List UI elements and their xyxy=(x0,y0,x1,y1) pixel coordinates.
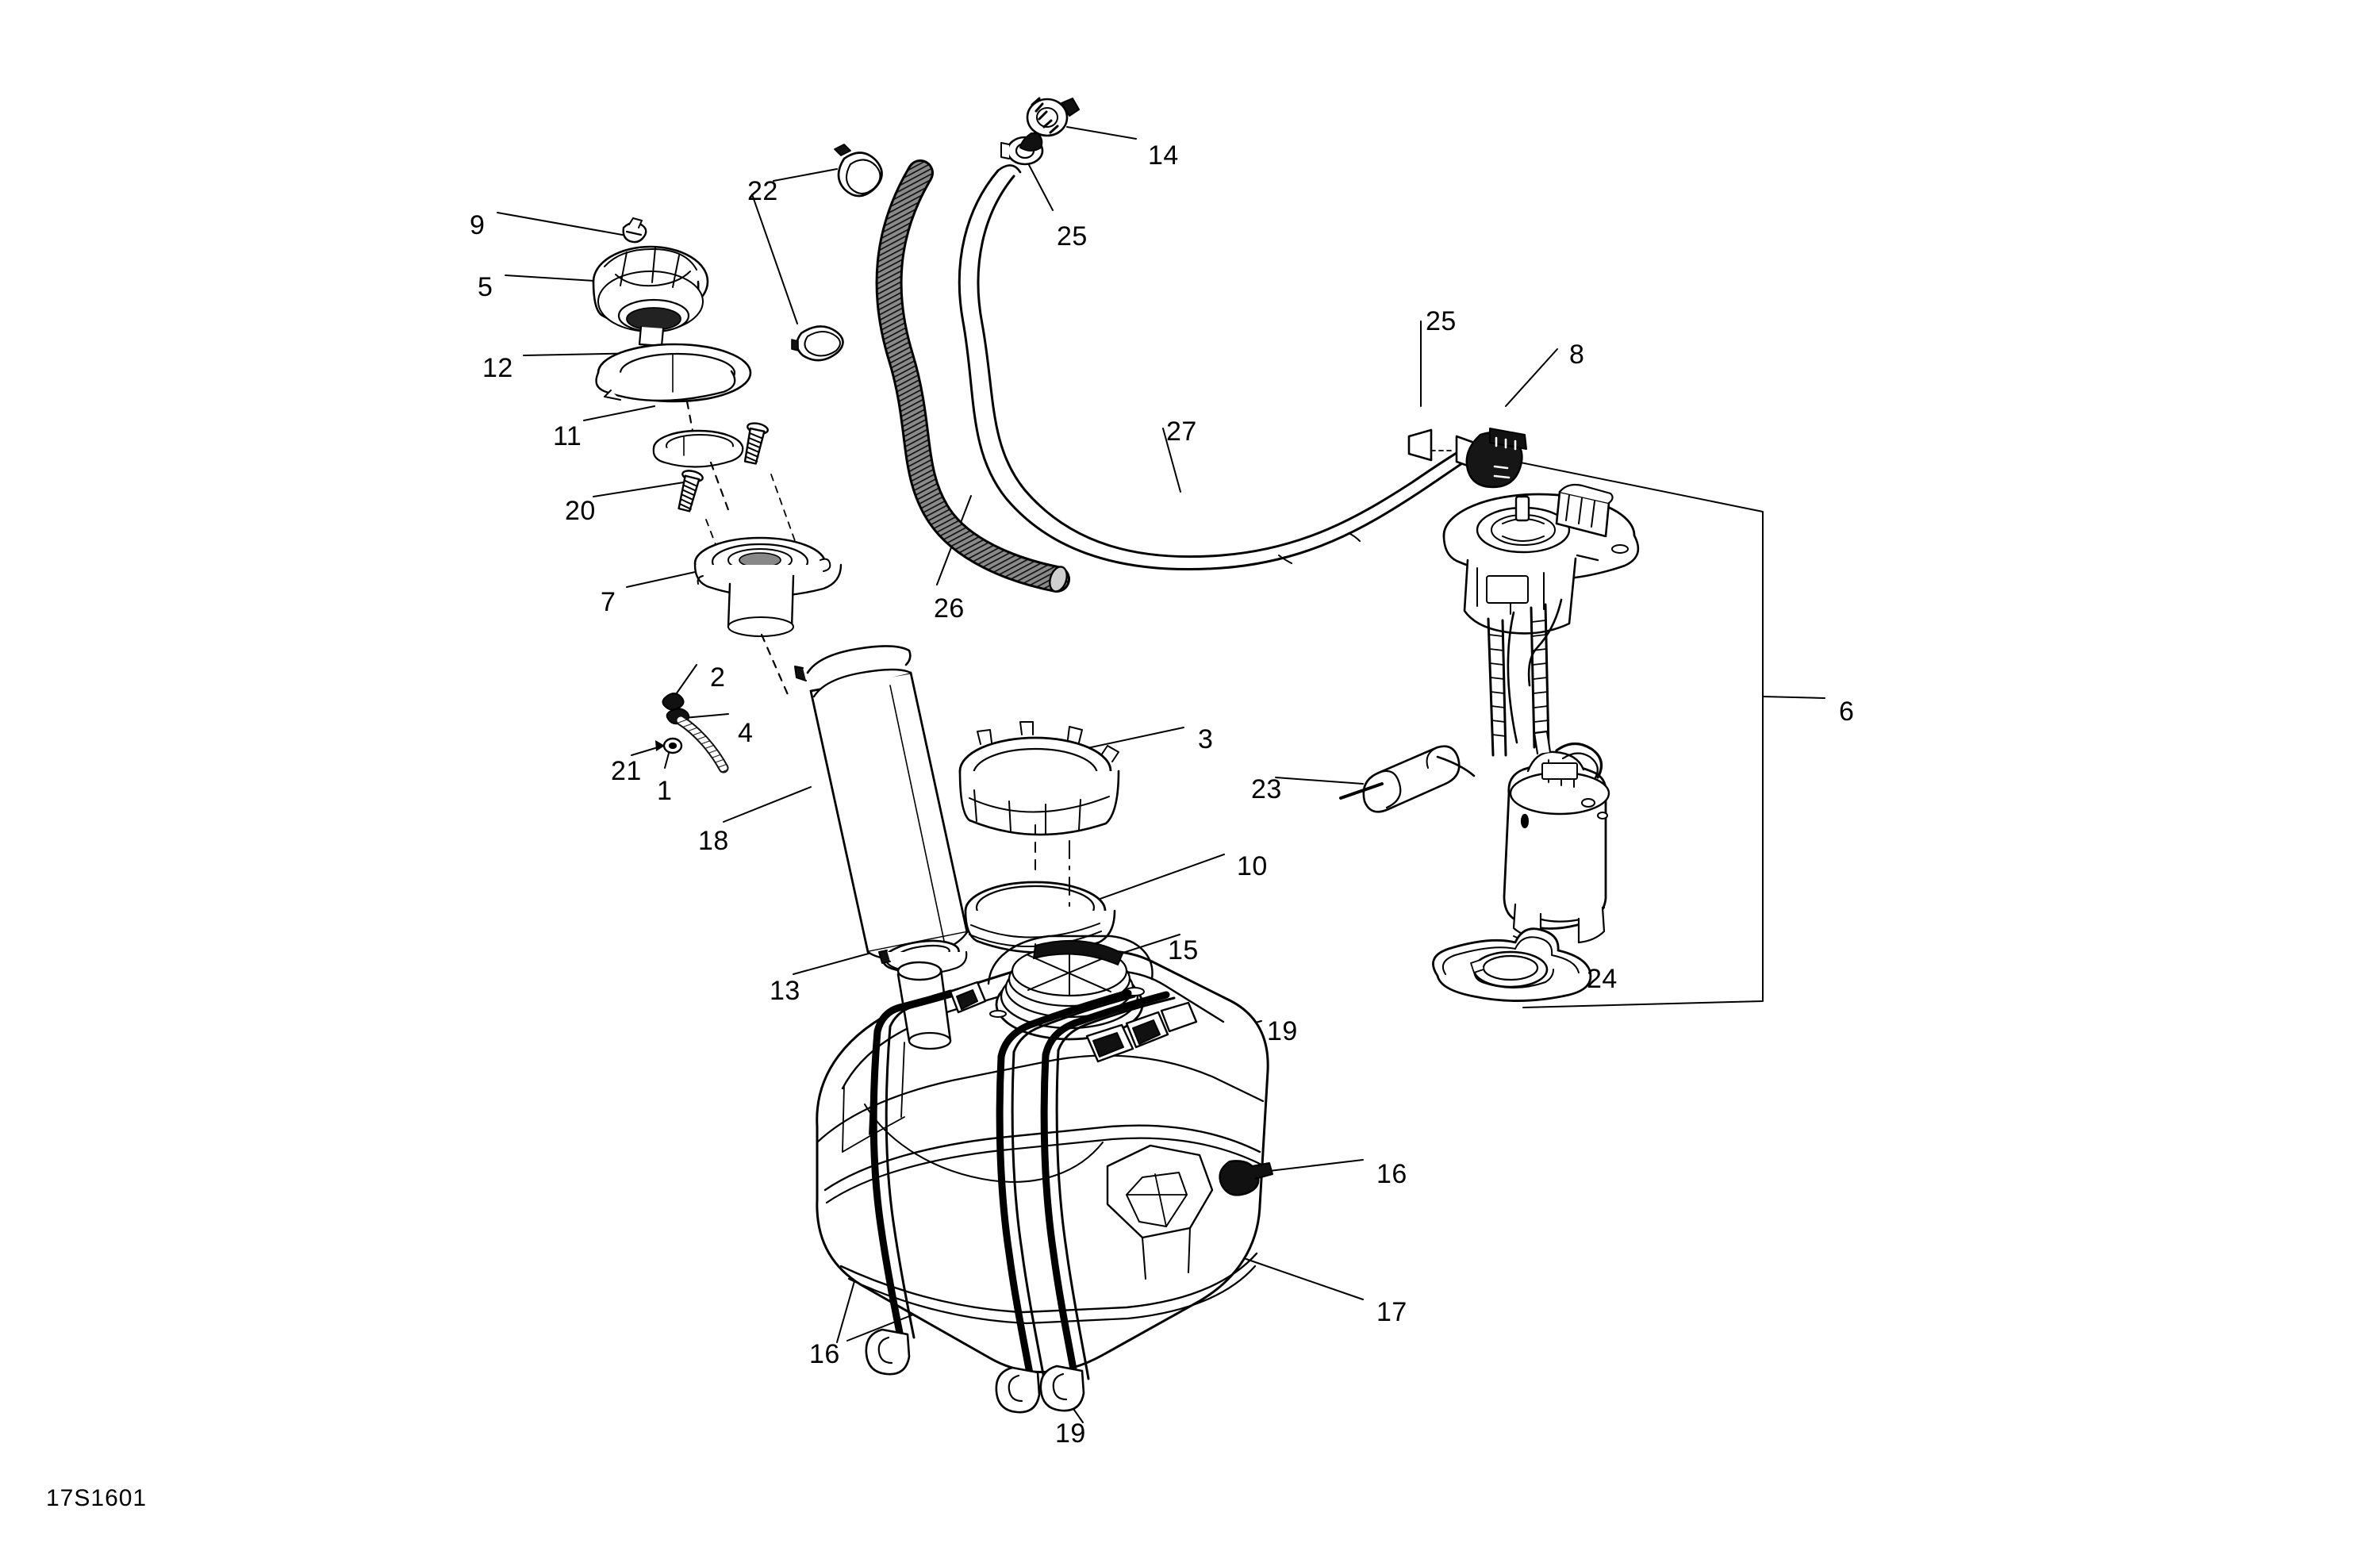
callout-27: 27 xyxy=(1166,416,1197,447)
callout-9: 9 xyxy=(470,210,486,240)
callout-14: 14 xyxy=(1148,140,1179,171)
callout-26: 26 xyxy=(934,593,965,624)
callout-21: 21 xyxy=(611,756,642,786)
callout-16-right: 16 xyxy=(1376,1159,1407,1189)
callout-2: 2 xyxy=(710,662,726,693)
callout-23: 23 xyxy=(1251,774,1282,804)
callout-10: 10 xyxy=(1237,851,1268,881)
callout-8: 8 xyxy=(1569,340,1585,370)
callout-19-bottom: 19 xyxy=(1055,1418,1086,1449)
callout-15: 15 xyxy=(1168,935,1199,965)
callout-5: 5 xyxy=(478,272,493,302)
callout-7: 7 xyxy=(601,587,616,617)
callout-6: 6 xyxy=(1839,697,1855,727)
callout-11: 11 xyxy=(553,421,582,451)
callout-16-left: 16 xyxy=(809,1339,840,1369)
callout-25: 25 xyxy=(1057,221,1088,251)
diagram-code: 17S1601 xyxy=(46,1485,148,1511)
callout-22: 22 xyxy=(747,176,778,206)
callout-1: 1 xyxy=(657,776,673,806)
callout-24: 24 xyxy=(1587,964,1618,994)
callout-20: 20 xyxy=(565,496,596,526)
callout-17: 17 xyxy=(1376,1297,1407,1327)
callout-4: 4 xyxy=(738,718,754,748)
callout-19: 19 xyxy=(1267,1016,1298,1046)
callout-25-right: 25 xyxy=(1426,306,1457,336)
callout-3: 3 xyxy=(1198,724,1214,754)
callout-18: 18 xyxy=(698,826,729,856)
callout-13: 13 xyxy=(770,976,800,1006)
callout-12: 12 xyxy=(482,353,513,383)
